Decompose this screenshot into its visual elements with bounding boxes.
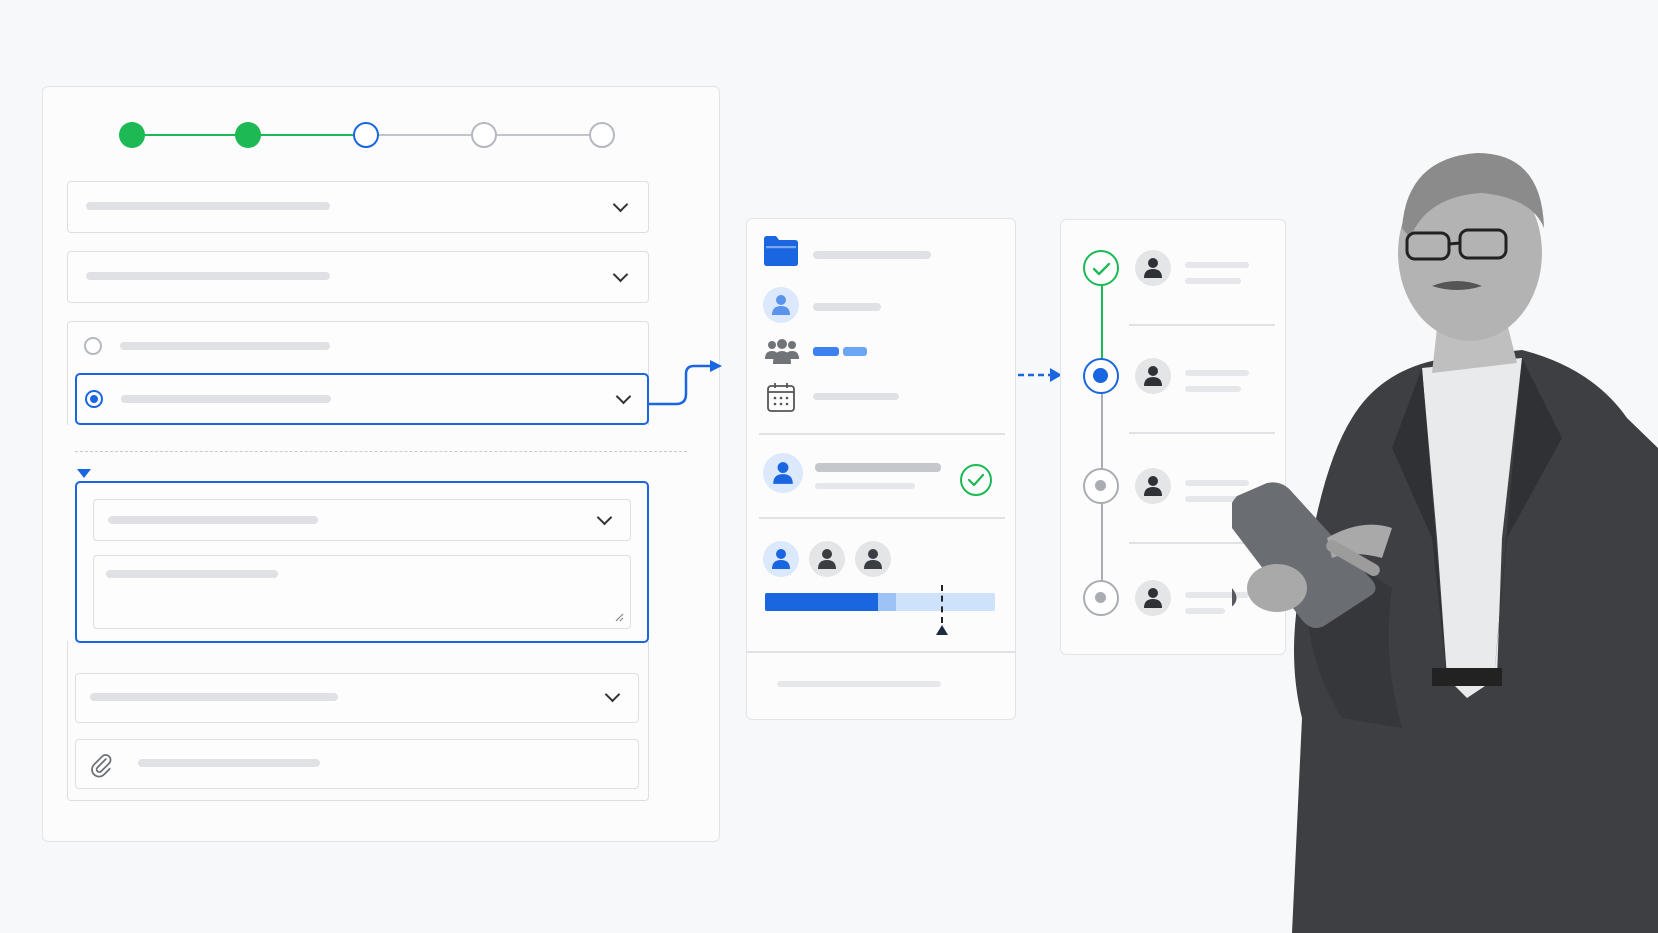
approver-avatar-3 xyxy=(1135,468,1171,504)
approver-1-status xyxy=(1185,278,1241,284)
text-area[interactable] xyxy=(93,555,631,629)
team-tag-1 xyxy=(813,347,839,356)
triangle-down-icon[interactable] xyxy=(77,469,91,479)
attachment-placeholder xyxy=(138,759,320,767)
owner-placeholder xyxy=(813,303,881,311)
timeline-step-1-done[interactable] xyxy=(1083,250,1119,286)
user-icon xyxy=(818,549,836,569)
user-icon xyxy=(1144,258,1162,278)
user-avatar xyxy=(763,287,799,323)
approver-avatar-1 xyxy=(1135,250,1171,286)
dropdown-3[interactable] xyxy=(75,673,639,723)
step-1-complete[interactable] xyxy=(119,122,145,148)
approver-avatar-2 xyxy=(1135,358,1171,394)
approver-1-name xyxy=(1185,262,1249,268)
flow-connector xyxy=(648,360,722,406)
user-icon xyxy=(1144,588,1162,608)
triangle-up-icon xyxy=(936,625,949,635)
expanded-section xyxy=(75,481,649,643)
user-icon xyxy=(772,549,790,569)
progress-partial xyxy=(877,593,897,611)
timeline-divider-2 xyxy=(1129,432,1275,434)
man-with-tablet-photo xyxy=(1232,153,1658,933)
chevron-down-icon xyxy=(596,509,613,526)
progress-marker[interactable] xyxy=(936,585,949,635)
assignee-name-placeholder xyxy=(815,463,941,472)
dashed-arrow xyxy=(1018,368,1062,382)
approver-2-status xyxy=(1185,386,1241,392)
dropdown-3-placeholder xyxy=(90,693,338,701)
dropdown-1-placeholder xyxy=(86,202,330,210)
date-placeholder xyxy=(813,393,899,400)
timeline-step-3-pending[interactable] xyxy=(1083,468,1119,504)
approver-2-name xyxy=(1185,370,1249,376)
member-avatar-1 xyxy=(763,541,799,577)
timeline-line-done xyxy=(1101,270,1103,376)
footer-placeholder xyxy=(777,681,941,687)
calendar-icon xyxy=(767,383,795,412)
check-circle-icon xyxy=(960,464,992,496)
chevron-down-icon xyxy=(612,196,629,213)
user-icon xyxy=(1144,476,1162,496)
approver-4-name xyxy=(1185,592,1249,598)
assignee-avatar xyxy=(763,453,803,493)
nested-dropdown[interactable] xyxy=(93,499,631,541)
timeline-step-4-pending[interactable] xyxy=(1083,580,1119,616)
radio-option-1-label xyxy=(120,342,330,350)
radio-option-1[interactable] xyxy=(84,337,102,355)
user-icon xyxy=(772,295,790,315)
dropdown-2[interactable] xyxy=(67,251,649,303)
text-area-placeholder xyxy=(106,570,278,578)
radio-option-2-selected[interactable] xyxy=(75,373,649,425)
folder-name-placeholder xyxy=(813,251,931,259)
team-tag-2 xyxy=(843,347,867,356)
card-divider-3 xyxy=(747,651,1015,653)
paperclip-icon[interactable] xyxy=(88,751,114,779)
folder-icon xyxy=(764,236,798,266)
user-icon xyxy=(1144,366,1162,386)
chevron-down-icon xyxy=(612,266,629,283)
approver-3-name xyxy=(1185,480,1249,486)
timeline-step-2-current[interactable] xyxy=(1083,358,1119,394)
step-2-complete[interactable] xyxy=(235,122,261,148)
user-icon xyxy=(864,549,882,569)
progress-fill xyxy=(765,593,878,611)
dropdown-2-placeholder xyxy=(86,272,330,280)
radio-option-2-label xyxy=(121,395,331,403)
attachment-field[interactable] xyxy=(75,739,639,789)
dropdown-1[interactable] xyxy=(67,181,649,233)
photo-subject: man-with-tablet xyxy=(0,0,1,1)
progress-track xyxy=(765,593,995,611)
resize-handle-icon[interactable] xyxy=(614,612,624,622)
card-divider-1 xyxy=(759,433,1005,435)
user-icon xyxy=(773,462,793,484)
step-3-current[interactable] xyxy=(353,122,379,148)
users-icon xyxy=(765,339,799,364)
form-panel xyxy=(42,86,720,842)
member-avatar-3 xyxy=(855,541,891,577)
approver-4-status xyxy=(1185,608,1225,614)
approver-3-status xyxy=(1185,496,1241,502)
step-4-pending[interactable] xyxy=(471,122,497,148)
chevron-down-icon xyxy=(615,388,632,405)
lower-group xyxy=(67,641,649,801)
step-5-pending[interactable] xyxy=(589,122,615,148)
summary-card xyxy=(746,218,1016,720)
member-avatar-2 xyxy=(809,541,845,577)
progress-stepper xyxy=(133,134,601,136)
assignee-role-placeholder xyxy=(815,483,915,489)
card-divider-2 xyxy=(759,517,1005,519)
timeline-divider-3 xyxy=(1129,542,1275,544)
timeline-divider-1 xyxy=(1129,324,1275,326)
nested-dropdown-placeholder xyxy=(108,516,318,524)
section-separator xyxy=(75,451,687,452)
radio-option-2[interactable] xyxy=(85,390,103,408)
chevron-down-icon xyxy=(604,686,621,703)
check-icon xyxy=(1092,262,1111,276)
approver-avatar-4 xyxy=(1135,580,1171,616)
